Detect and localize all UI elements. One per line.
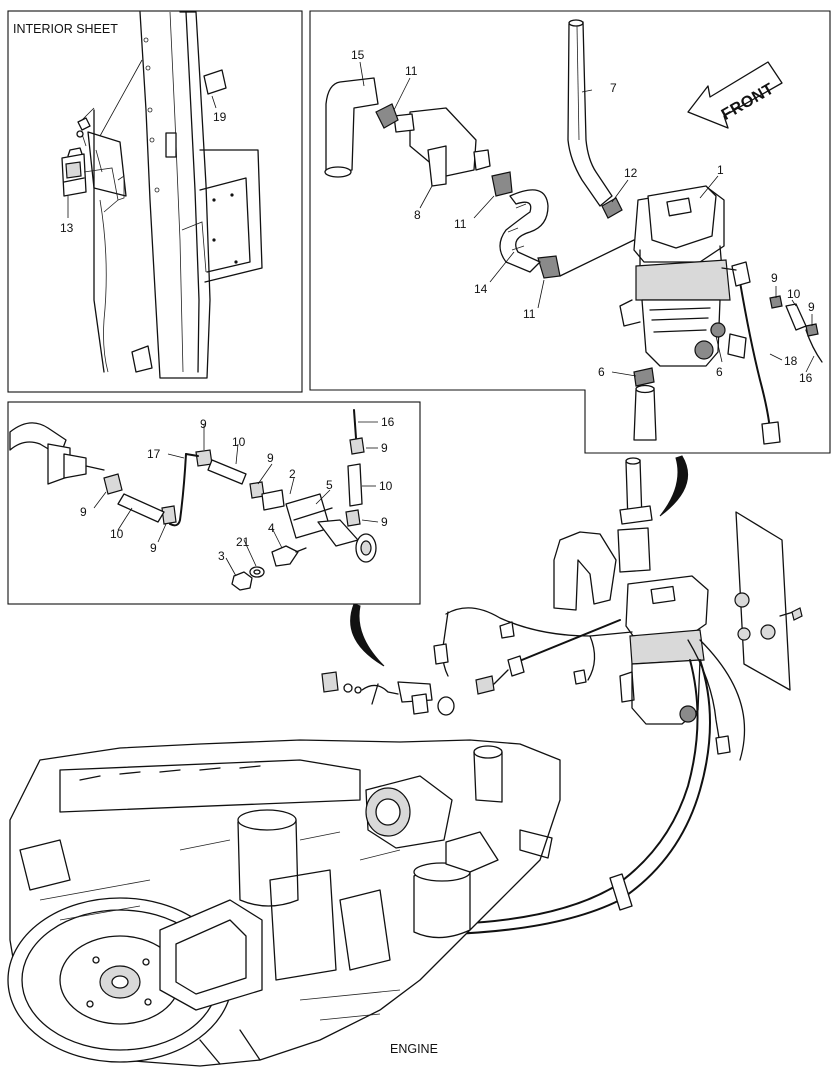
callout-9-fuel-e: 9 bbox=[80, 505, 87, 519]
callout-9-fuel-b: 9 bbox=[267, 451, 274, 465]
callout-3: 3 bbox=[218, 549, 225, 563]
interior-sheet-title: INTERIOR SHEET bbox=[13, 22, 118, 36]
callout-15: 15 bbox=[351, 48, 365, 62]
front-arrow-icon bbox=[687, 61, 783, 129]
callout-21: 21 bbox=[236, 535, 250, 549]
callout-10-fuel-b: 10 bbox=[379, 479, 393, 493]
callout-17: 17 bbox=[147, 447, 161, 461]
callout-11-mid: 11 bbox=[454, 217, 467, 231]
callout-6-right: 6 bbox=[716, 365, 723, 379]
callout-10-a: 10 bbox=[787, 287, 801, 301]
callout-10-fuel-c: 10 bbox=[110, 527, 124, 541]
callout-16-a: 16 bbox=[799, 371, 813, 385]
callout-11-top: 11 bbox=[405, 64, 418, 78]
callout-9-b: 9 bbox=[808, 300, 815, 314]
fuel-detail-drawing bbox=[9, 409, 379, 591]
callout-12: 12 bbox=[624, 166, 638, 180]
assembled-heater-drawing bbox=[321, 457, 803, 935]
callout-9-fuel-f: 9 bbox=[150, 541, 157, 555]
callout-9-a: 9 bbox=[771, 271, 778, 285]
interior-sheet-panel-frame bbox=[7, 10, 303, 393]
callout-8: 8 bbox=[414, 208, 421, 222]
callout-14: 14 bbox=[474, 282, 488, 296]
detail-link-arrow-right bbox=[659, 455, 689, 517]
interior-sheet-drawing bbox=[61, 11, 263, 379]
callout-16-fuel: 16 bbox=[381, 415, 395, 429]
fuel-detail-panel-frame bbox=[7, 401, 421, 605]
callout-9-fuel-c: 9 bbox=[381, 441, 388, 455]
callout-6-left: 6 bbox=[598, 365, 605, 379]
heater-detail-panel-frame bbox=[309, 10, 831, 454]
callout-9-fuel-a: 9 bbox=[200, 417, 207, 431]
engine-drawing bbox=[7, 739, 561, 1067]
engine-title: ENGINE bbox=[390, 1042, 438, 1056]
callout-7: 7 bbox=[610, 81, 617, 95]
callout-11-low: 11 bbox=[523, 307, 536, 321]
callout-5: 5 bbox=[326, 478, 333, 492]
callout-1: 1 bbox=[717, 163, 724, 177]
callout-2: 2 bbox=[289, 467, 296, 481]
callout-13: 13 bbox=[60, 221, 74, 235]
callout-19: 19 bbox=[213, 110, 227, 124]
callout-4: 4 bbox=[268, 521, 275, 535]
callout-9-fuel-d: 9 bbox=[381, 515, 388, 529]
callout-18: 18 bbox=[784, 354, 798, 368]
heater-detail-drawing bbox=[324, 19, 823, 445]
detail-link-arrow-left bbox=[350, 603, 385, 667]
callout-10-fuel-a: 10 bbox=[232, 435, 246, 449]
